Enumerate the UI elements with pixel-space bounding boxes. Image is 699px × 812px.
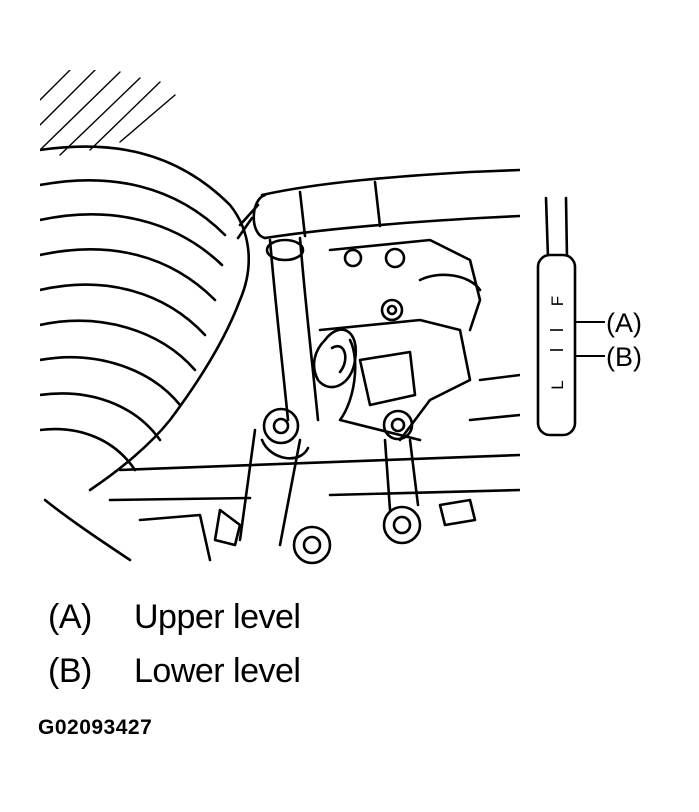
legend-text: Upper level: [134, 598, 301, 636]
dipstick-detail: F L (A) (B): [536, 196, 642, 437]
engine-bay-scene: [40, 70, 520, 565]
dipstick-shaft: [544, 196, 569, 260]
background-hatching: [40, 70, 176, 156]
dipstick-full-mark: F: [548, 296, 567, 306]
upper-hose: [236, 168, 520, 240]
legend-text: Lower level: [134, 652, 301, 690]
legend-key: (A): [48, 598, 92, 636]
mount-bracket: [318, 238, 482, 442]
legend-key: (B): [48, 652, 92, 690]
legend-item-lower-level: (B) Lower level: [48, 652, 301, 691]
callout-label-a: (A): [606, 308, 642, 338]
figure-id: G02093427: [38, 716, 153, 739]
dipstick-handle-loop: [312, 328, 358, 389]
callout-label-b: (B): [606, 342, 642, 372]
lower-stay-bracket: [238, 407, 420, 547]
air-intake-bellows: [40, 145, 250, 562]
dipstick-low-mark: L: [548, 380, 567, 389]
vertical-pipe: [265, 236, 320, 422]
dipstick-blade: [536, 253, 577, 437]
bottom-mount-plate: [108, 373, 520, 565]
legend-item-upper-level: (A) Upper level: [48, 598, 301, 637]
